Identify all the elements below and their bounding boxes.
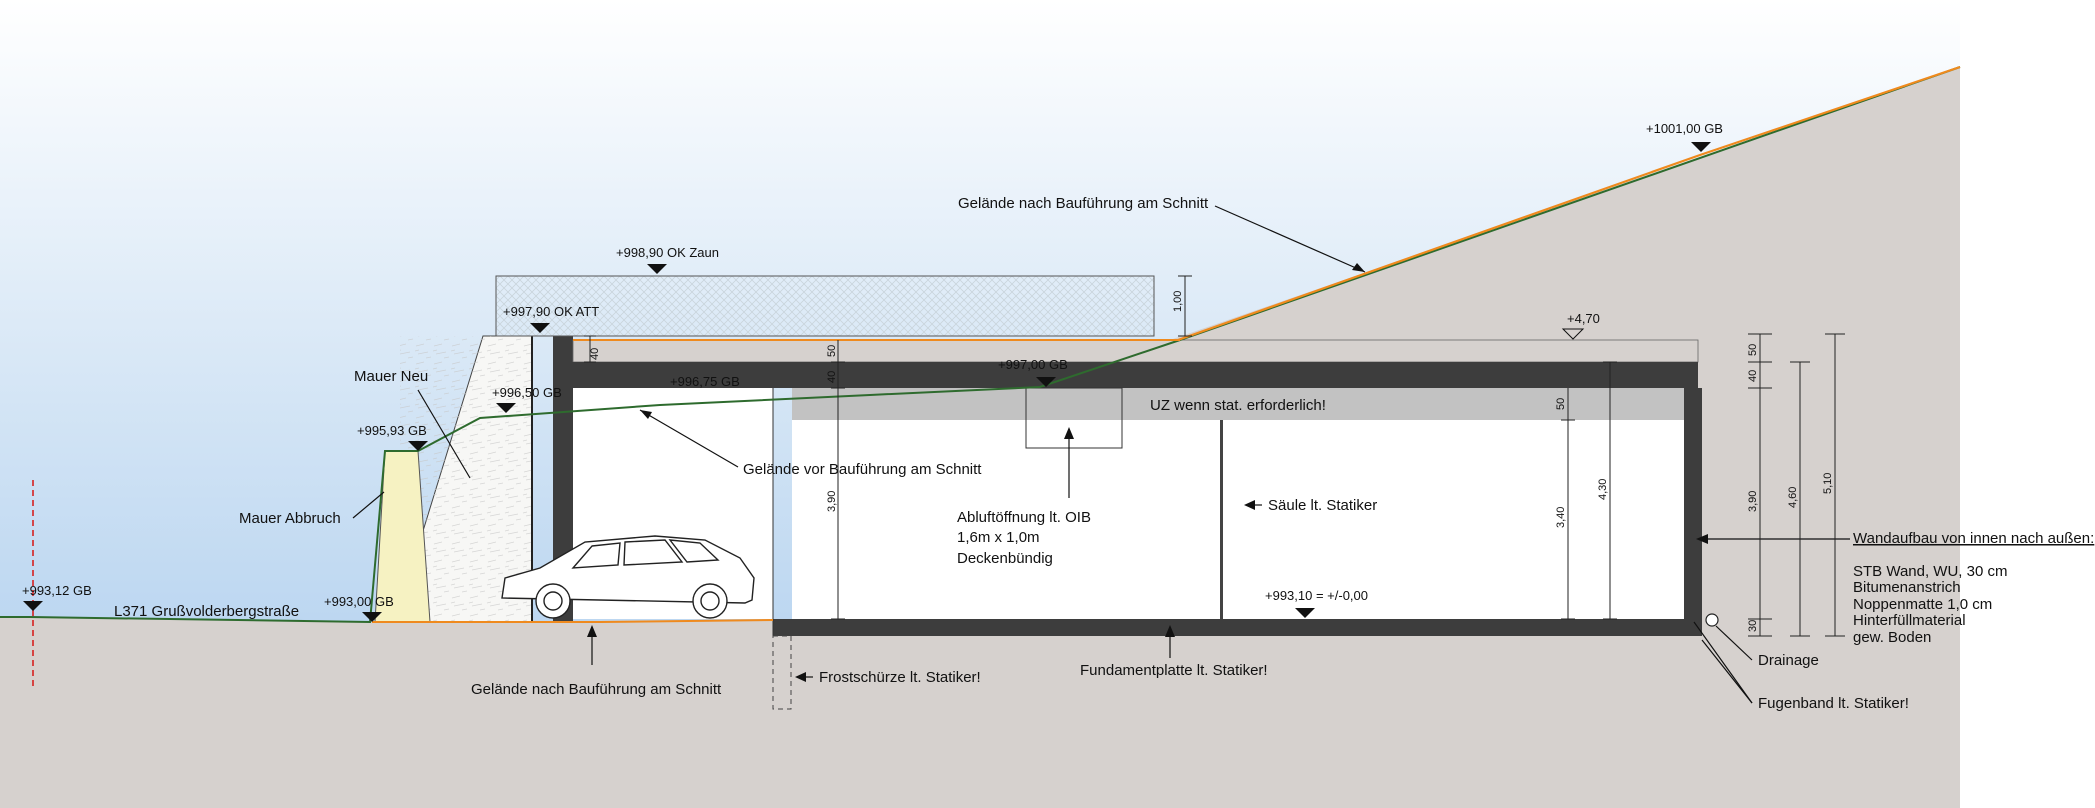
level-marker-99650 [496,403,516,413]
arrow-frost [795,672,806,682]
dim-40-left: 40 [589,348,601,360]
label-saeule: Säule lt. Statiker [1268,497,1377,514]
roof-slab-dark [553,362,1698,388]
level-99593: +995,93 GB [357,423,427,438]
wall-build-line-4: Hinterfüllmaterial [1853,612,1966,629]
level-markers [23,142,1711,622]
level-marker-99312 [23,601,43,611]
vent-opening [1025,387,1123,449]
label-fundament: Fundamentplatte lt. Statiker! [1080,662,1268,679]
label-uz: UZ wenn stat. erforderlich! [1150,397,1326,414]
level-marker-att [530,323,550,333]
level-marker-1001 [1691,142,1711,152]
level-marker-zaun [647,264,667,274]
level-99675: +996,75 GB [670,374,740,389]
label-drainage: Drainage [1758,652,1819,669]
leader-terrain-before [639,409,739,468]
arrow-terrain-after-top [1352,263,1365,272]
arrow-abluft [1064,427,1074,439]
arrow-terrain-after-bottom [587,625,597,637]
leader-mauer-neu [417,389,471,479]
level-1001: +1001,00 GB [1646,121,1723,136]
drainage-pipe-icon [1705,613,1719,627]
level-att: +997,90 OK ATT [503,304,599,319]
dim-50-mid: 50 [826,345,838,357]
uz-beam [792,388,1684,420]
dim-50-out: 50 [1747,344,1759,356]
car-icon [501,535,755,619]
wall-build-line-3: Noppenmatte 1,0 cm [1853,596,1992,613]
level-marker-99300 [362,612,382,622]
level-99650: +996,50 GB [492,385,562,400]
fence [495,275,1155,337]
foundation-slab [773,619,1702,636]
level-99300: +993,00 GB [324,594,394,609]
arrow-terrain-before [640,410,652,419]
dimension-lines [584,275,1845,637]
level-marker-99310 [1295,608,1315,618]
level-99312: +993,12 GB [22,583,92,598]
leader-mauer-abbruch [352,491,385,519]
dim-1-00: 1,00 [1172,291,1184,312]
wall-build-line-5: gew. Boden [1853,629,1931,646]
right-white-margin [1960,0,2095,808]
leader-terrain-after-top [1214,205,1366,273]
parapet-column [553,336,573,622]
level-99310: +993,10 = +/-0,00 [1265,588,1368,603]
label-terrain-after-bottom: Gelände nach Bauführung am Schnitt [471,681,722,698]
arrow-wall-build [1696,534,1708,544]
label-abluft-3: Deckenbündig [957,550,1053,567]
leader-drainage [1715,625,1753,661]
dim-5-10: 5,10 [1822,473,1834,494]
terrain-before-line [0,66,1961,624]
level-zaun: +998,90 OK Zaun [616,245,719,260]
label-abluft-1: Abluftöffnung lt. OIB [957,509,1091,526]
label-mauer-neu: Mauer Neu [354,368,428,385]
arrow-fundament [1165,625,1175,637]
wall-build-line-2: Bitumenanstrich [1853,579,1961,596]
level-marker-470 [1561,328,1585,340]
level-470: +4,70 [1567,311,1600,326]
level-marker-997 [1036,377,1056,387]
dim-30: 30 [1747,620,1759,632]
dim-4-60: 4,60 [1787,487,1799,508]
frost-skirt [772,635,792,710]
garage-interior [792,420,1684,619]
label-terrain-before: Gelände vor Bauführung am Schnitt [743,461,982,478]
arrow-saeule [1244,500,1255,510]
leader-fugenband-2 [1693,621,1753,704]
terrain-after-line-top [1177,65,1961,342]
label-frost: Frostschürze lt. Statiker! [819,669,981,686]
wall-build-line-1: STB Wand, WU, 30 cm [1853,563,2007,580]
dim-3-90-out: 3,90 [1747,491,1759,512]
right-wall [1684,388,1702,636]
terrain-after-line-bottom [372,619,774,623]
wall-build-title: Wandaufbau von innen nach außen: [1853,530,2094,547]
dim-3-90-mid: 3,90 [826,491,838,512]
roof-slab-top [572,339,1699,363]
level-997: +997,00 GB [998,357,1068,372]
label-abluft-2: 1,6m x 1,0m [957,529,1040,546]
label-road: L371 Grußvolderbergstraße [114,603,299,620]
leader-fugenband-1 [1701,639,1753,704]
dim-3-40: 3,40 [1555,507,1567,528]
dim-40-out: 40 [1747,370,1759,382]
dim-40-mid: 40 [826,371,838,383]
label-terrain-after-top: Gelände nach Bauführung am Schnitt [958,195,1209,212]
dim-50-right: 50 [1555,398,1567,410]
label-mauer-abbruch: Mauer Abbruch [239,510,341,527]
level-marker-99593 [408,441,428,451]
dim-4-30: 4,30 [1597,479,1609,500]
label-fugenband: Fugenband lt. Statiker! [1758,695,1909,712]
